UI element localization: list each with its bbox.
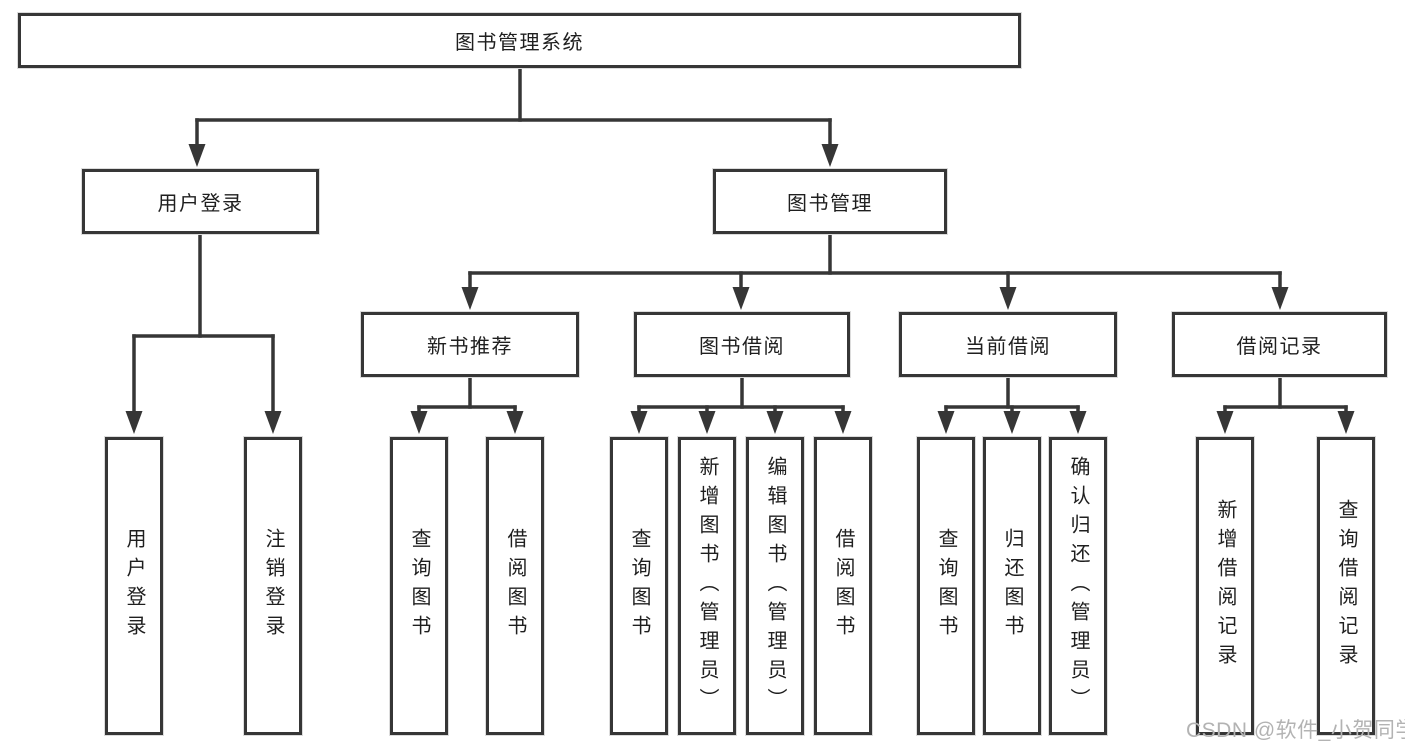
node-current-borrow: 当前借阅 [899,312,1117,377]
leaf-current-confirm-return-admin-label: 确认归还（管理员） [1067,455,1089,717]
leaf-borrow-edit-books-admin-label: 编辑图书（管理员） [764,455,786,717]
node-book-management: 图书管理 [713,169,947,234]
node-new-book-recommend: 新书推荐 [361,312,579,377]
node-book-borrow: 图书借阅 [634,312,850,377]
leaf-records-query-record-label: 查询借阅记录 [1335,499,1357,673]
leaf-recommend-borrow-books: 借阅图书 [486,437,544,735]
leaf-user-login: 用户登录 [105,437,163,735]
leaf-borrow-add-books-admin-label: 新增图书（管理员） [696,455,718,717]
watermark: CSDN @软件_小贺同学 [1186,719,1405,742]
leaf-recommend-query-books: 查询图书 [390,437,448,735]
leaf-current-return-books: 归还图书 [983,437,1041,735]
node-book-management-label: 图书管理 [787,193,873,215]
leaf-current-query-books: 查询图书 [917,437,975,735]
node-book-borrow-label: 图书借阅 [699,336,785,358]
leaf-borrow-borrow-books-label: 借阅图书 [832,528,854,644]
node-user-login: 用户登录 [82,169,319,234]
node-root-label: 图书管理系统 [455,32,584,54]
leaf-current-return-books-label: 归还图书 [1001,528,1023,644]
leaf-borrow-query-books-label: 查询图书 [628,528,650,644]
node-root: 图书管理系统 [18,13,1021,68]
leaf-borrow-edit-books-admin: 编辑图书（管理员） [746,437,804,735]
leaf-user-login-label: 用户登录 [123,528,145,644]
node-new-book-recommend-label: 新书推荐 [427,336,513,358]
leaf-records-add-record-label: 新增借阅记录 [1214,499,1236,673]
leaf-records-query-record: 查询借阅记录 [1317,437,1375,735]
leaf-borrow-borrow-books: 借阅图书 [814,437,872,735]
leaf-borrow-query-books: 查询图书 [610,437,668,735]
leaf-logout-login: 注销登录 [244,437,302,735]
node-borrow-records-label: 借阅记录 [1236,336,1323,358]
leaf-borrow-add-books-admin: 新增图书（管理员） [678,437,736,735]
node-borrow-records: 借阅记录 [1172,312,1387,377]
leaf-logout-login-label: 注销登录 [262,528,284,644]
leaf-current-query-books-label: 查询图书 [935,528,957,644]
node-user-login-label: 用户登录 [157,193,244,215]
leaf-current-confirm-return-admin: 确认归还（管理员） [1049,437,1107,735]
leaf-recommend-query-books-label: 查询图书 [408,528,430,644]
node-current-borrow-label: 当前借阅 [965,336,1051,358]
leaf-recommend-borrow-books-label: 借阅图书 [504,528,526,644]
leaf-records-add-record: 新增借阅记录 [1196,437,1254,735]
